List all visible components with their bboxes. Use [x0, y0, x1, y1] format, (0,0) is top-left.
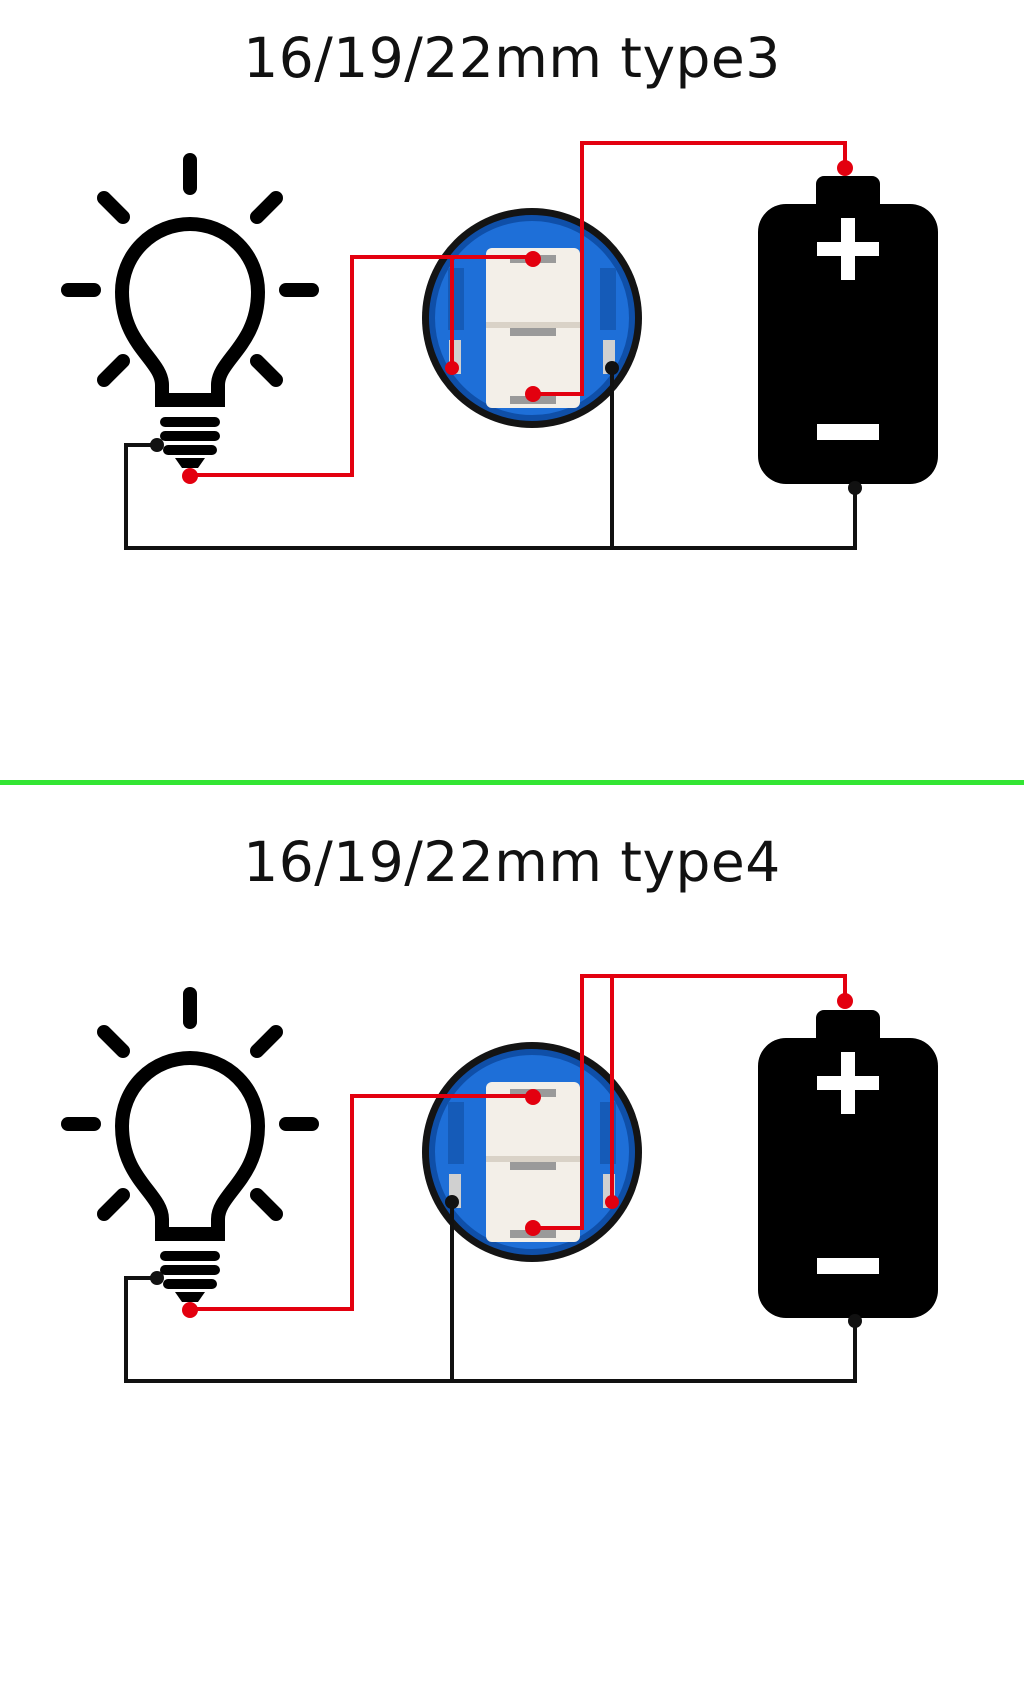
switch-terminal	[525, 1220, 541, 1236]
diagram-title: 16/19/22mm type4	[243, 830, 781, 894]
negative-wire	[124, 1202, 857, 1383]
minus-icon	[817, 1258, 879, 1274]
bulb-icon	[61, 987, 319, 1302]
battery-negative-terminal	[848, 481, 862, 495]
battery-positive-terminal	[837, 160, 853, 176]
switch-terminal	[525, 1089, 541, 1105]
wiring-diagram-type4	[61, 974, 938, 1383]
battery-icon	[758, 176, 938, 484]
diagram-type3: 16/19/22mm type3	[0, 0, 1024, 780]
switch-terminal	[445, 1195, 459, 1209]
section-divider	[0, 780, 1024, 785]
wiring-diagram-type3	[61, 141, 938, 550]
bulb-base-terminal	[150, 1271, 164, 1285]
battery-negative-terminal	[848, 1314, 862, 1328]
positive-wire	[190, 974, 847, 1311]
diagram-title: 16/19/22mm type3	[243, 26, 781, 90]
positive-wire	[190, 141, 847, 477]
switch-terminal	[445, 361, 459, 375]
diagram-type4: 16/19/22mm type4	[0, 800, 1024, 1707]
switch-terminal	[525, 386, 541, 402]
battery-icon	[758, 1010, 938, 1318]
negative-wire	[124, 368, 857, 550]
switch-terminal	[605, 1195, 619, 1209]
bulb-icon	[61, 153, 319, 468]
switch-terminal	[525, 251, 541, 267]
battery-positive-terminal	[837, 993, 853, 1009]
bulb-base-terminal	[150, 438, 164, 452]
bulb-tip-terminal	[182, 468, 198, 484]
bulb-tip-terminal	[182, 1302, 198, 1318]
switch-terminal	[605, 361, 619, 375]
minus-icon	[817, 424, 879, 440]
